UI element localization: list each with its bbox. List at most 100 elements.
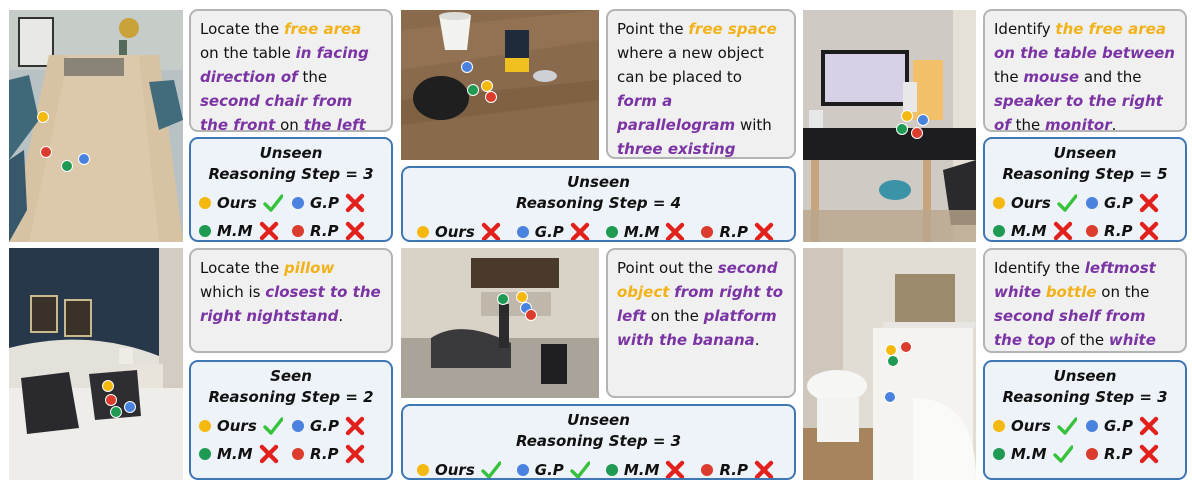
legend-dot-ours [417,226,429,238]
check-icon [1057,193,1077,213]
query-highlight-relation: monitor [1045,116,1112,132]
query-highlight-relation: on the table between [994,44,1175,62]
cross-icon [1053,221,1073,240]
scene-photo-desk-objects [401,10,599,160]
method-label-ours: Ours [435,223,475,241]
pointer-mm [110,406,122,418]
result-ours: Ours [993,414,1086,438]
result-gp: G.P [1086,191,1179,215]
cross-icon [481,222,501,240]
legend-dot-ours [993,420,1005,432]
legend-dot-mm [993,225,1005,237]
cross-icon [1139,221,1159,240]
legend-dot-mm [199,225,211,237]
method-label-mm: M.M [217,222,253,240]
setting-label: Unseen [567,173,630,191]
query-highlight-relation: three existing objects [617,140,736,158]
result-ours: Ours [993,191,1086,215]
legend-dot-gp [516,464,529,476]
cross-icon [1139,444,1159,464]
query-box-2: Point the free space where a new object … [606,9,796,159]
result-gp: G.P [292,414,385,438]
query-text: the [297,68,328,86]
reasoning-step-label: Reasoning Step = 5 [1002,165,1168,183]
legend-dot-mm [199,448,211,460]
method-label-ours: Ours [217,417,257,435]
pointer-rp [911,127,923,139]
query-text: on [275,116,304,132]
query-highlight-relation: from right to left [617,283,784,325]
pointer-rp [105,394,117,406]
result-rp: R.P [292,442,385,466]
query-highlight-relation: form a parallelogram [617,92,736,134]
query-text: Identify [994,20,1056,38]
method-label-gp: G.P [1104,194,1134,212]
method-label-rp: R.P [719,461,748,479]
legend-dot-rp [701,226,714,238]
pointer-mm [887,355,899,367]
scene-photo-bedroom [9,248,183,480]
result-rp: R.P [701,458,774,479]
query-box-6: Identify the leftmost white bottle on th… [983,248,1187,353]
result-gp: G.P [1086,414,1179,438]
result-rp: R.P [1086,219,1179,240]
query-highlight-object: free area [283,20,362,38]
method-label-ours: Ours [435,461,475,479]
legend-dot-ours [993,197,1005,209]
pointer-ours [901,110,913,122]
query-text: on the [1096,283,1150,301]
query-text: the [994,68,1024,86]
reasoning-step-label: Reasoning Step = 4 [515,194,682,212]
cross-icon [754,222,774,240]
check-icon [1057,416,1077,436]
result-ours: Ours [199,414,292,438]
query-text: which is [200,283,266,301]
query-box-3: Identify the free area on the table betw… [983,9,1187,132]
setting-label: Unseen [1053,144,1117,162]
legend-dot-ours [199,420,211,432]
query-text: Point the [617,20,689,38]
method-results: Ours G.P M.M R.P [417,220,774,241]
legend-dot-gp [292,197,304,209]
method-label-rp: R.P [719,223,748,241]
method-label-ours: Ours [1011,417,1051,435]
method-label-ours: Ours [217,194,257,212]
legend-dot-rp [701,464,714,476]
method-label-gp: G.P [534,223,564,241]
pointer-mm [467,84,479,96]
method-label-mm: M.M [623,223,660,241]
result-mm: M.M [605,220,686,241]
query-text: the [1010,116,1045,132]
reasoning-step-label: Reasoning Step = 3 [515,432,682,450]
query-text: of the [1055,331,1109,349]
method-label-mm: M.M [1011,222,1047,240]
query-highlight-relation: speaker [994,92,1061,110]
query-highlight-relation: white [994,283,1042,301]
pointer-rp [40,146,52,158]
cross-icon [1139,193,1159,213]
check-icon [570,460,590,478]
result-mm: M.M [199,219,292,240]
query-highlight-relation: mouse [1023,68,1080,86]
legend-dot-mm [605,464,618,476]
query-box-1: Locate the free area on the table in fac… [189,9,393,132]
method-label-rp: R.P [310,222,339,240]
pointer-mm [896,123,908,135]
query-highlight-object: free space [688,20,777,38]
query-text: where a new object can be placed to [617,44,764,86]
cross-icon [570,222,590,240]
cross-icon [345,444,365,464]
pointer-gp [461,61,473,73]
cross-icon [1139,416,1159,436]
legend-dot-gp [1086,420,1098,432]
check-icon [263,416,283,436]
query-highlight-object: pillow [283,259,335,277]
result-rp: R.P [1086,442,1179,466]
